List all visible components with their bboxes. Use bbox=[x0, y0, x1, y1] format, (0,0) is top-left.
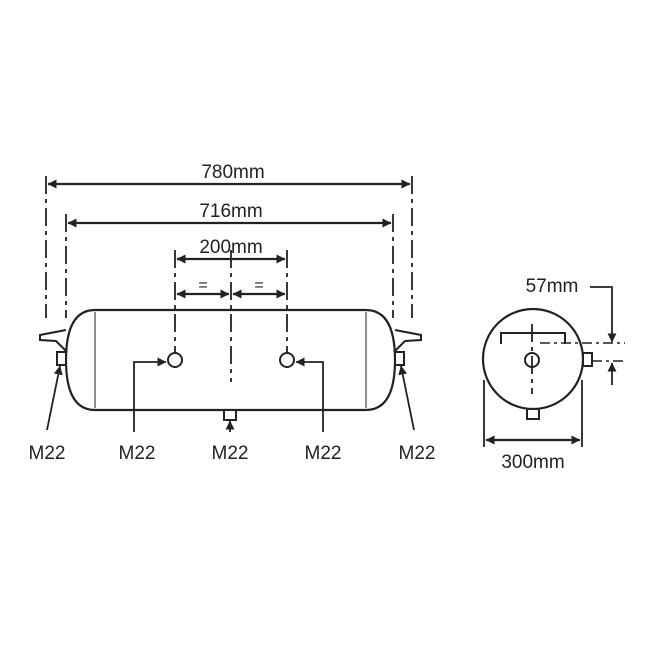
label-port-offset: 57mm bbox=[526, 276, 579, 297]
leader-top-left bbox=[133, 357, 167, 432]
side-view bbox=[39, 176, 422, 432]
leader-right-end bbox=[398, 365, 415, 431]
leader-top-right bbox=[295, 357, 324, 432]
label-port-top-left: M22 bbox=[119, 443, 156, 464]
label-equal-right: = bbox=[254, 277, 263, 294]
label-port-top-right: M22 bbox=[305, 443, 342, 464]
label-port-left-end: M22 bbox=[29, 443, 66, 464]
dim-leader-57 bbox=[590, 286, 617, 343]
bracket-left bbox=[39, 329, 68, 353]
end-view bbox=[481, 286, 625, 447]
port-left-end bbox=[56, 351, 67, 366]
label-port-spacing: 200mm bbox=[199, 237, 262, 258]
port-top-left bbox=[167, 352, 183, 368]
label-equal-left: = bbox=[198, 277, 207, 294]
end-bracket bbox=[500, 332, 566, 344]
end-port-side bbox=[582, 352, 593, 367]
label-body-length: 716mm bbox=[199, 201, 262, 222]
leader-left-end bbox=[46, 365, 63, 431]
port-bottom-center bbox=[223, 409, 237, 421]
port-right-end bbox=[394, 351, 405, 366]
port-top-right bbox=[279, 352, 295, 368]
tank-body bbox=[64, 308, 397, 412]
label-overall-length: 780mm bbox=[201, 162, 264, 183]
end-port-bottom bbox=[526, 408, 540, 420]
label-port-bottom-center: M22 bbox=[212, 443, 249, 464]
label-diameter: 300mm bbox=[501, 452, 564, 473]
label-port-right-end: M22 bbox=[399, 443, 436, 464]
tank-end-circle bbox=[481, 307, 585, 411]
bracket-right bbox=[393, 329, 422, 353]
